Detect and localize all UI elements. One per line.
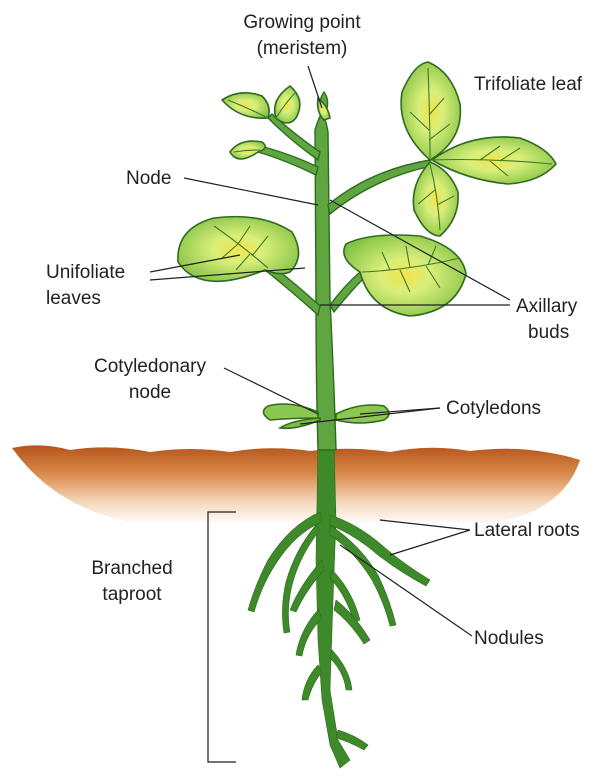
soil [12, 445, 580, 525]
label-branched: Branched [91, 558, 172, 579]
label-node-2: node [129, 382, 171, 403]
label-trifoliate-leaf: Trifoliate leaf [474, 74, 583, 95]
label-cotyledons: Cotyledons [446, 398, 541, 419]
label-lateral-roots: Lateral roots [474, 520, 580, 541]
label-cotyledonary: Cotyledonary [94, 356, 206, 377]
label-axillary: Axillary [516, 296, 578, 317]
label-leaves: leaves [46, 288, 101, 309]
label-taproot: taproot [102, 584, 162, 605]
label-growing-point: Growing point [243, 12, 361, 33]
main-stem [315, 112, 336, 450]
label-meristem: (meristem) [257, 38, 348, 59]
label-buds: buds [528, 322, 569, 343]
label-unifoliate: Unifoliate [46, 262, 125, 283]
label-node: Node [126, 168, 171, 189]
label-nodules: Nodules [474, 628, 544, 649]
labels: Growing point (meristem) Trifoliate leaf… [46, 12, 583, 649]
